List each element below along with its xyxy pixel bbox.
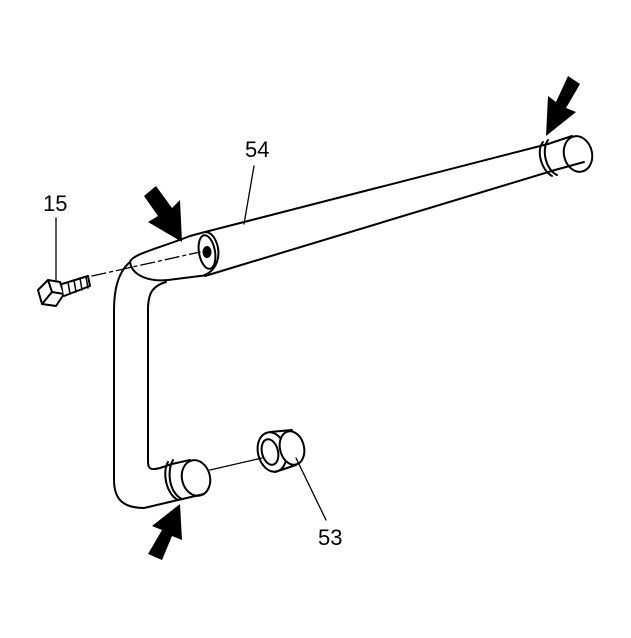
arrow-icon (144, 76, 580, 560)
pipe-icon (113, 135, 594, 509)
bolt-icon (37, 275, 91, 307)
alignment-lines (91, 251, 263, 471)
seal-ring-icon (256, 429, 306, 473)
leader-lines (55, 165, 327, 521)
label-seal: 53 (318, 525, 342, 550)
label-pipe: 54 (245, 137, 269, 162)
arrow-right-end (546, 76, 580, 136)
label-bolt: 15 (43, 191, 67, 216)
arrow-lower-collar (148, 504, 182, 560)
arrow-bracket (144, 186, 182, 242)
